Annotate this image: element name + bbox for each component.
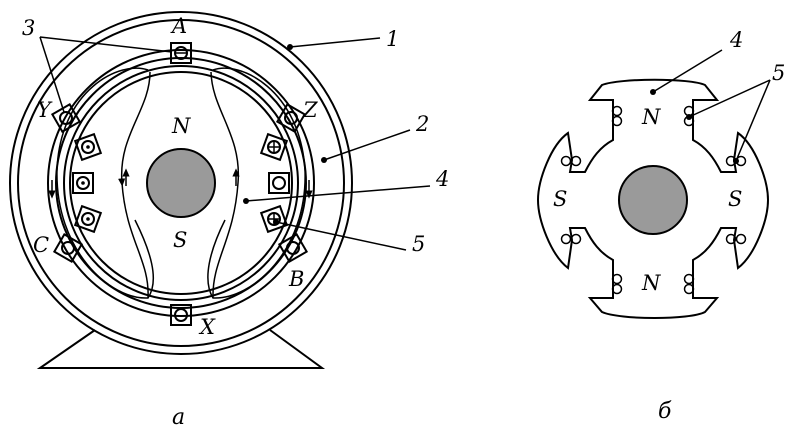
- leader-5: [275, 221, 407, 251]
- winding-right-bottom: [725, 233, 747, 245]
- phase-label-z: Z: [302, 98, 318, 122]
- slot-z: [275, 102, 307, 134]
- rotor-shaft: [146, 148, 216, 218]
- caption-a: а: [172, 405, 185, 430]
- machine-base: [36, 329, 326, 369]
- winding-left-top: [560, 155, 582, 167]
- leader-3a: [39, 36, 173, 53]
- pole-b-bottom: N: [641, 271, 661, 295]
- pole-label-south: S: [173, 228, 187, 252]
- phase-label-y: Y: [37, 98, 53, 122]
- flux-line-right-inner: [210, 71, 240, 299]
- slot-b: [277, 232, 309, 264]
- callout-b-5: 5: [772, 61, 785, 85]
- slot-c: [52, 232, 84, 264]
- slot-x: [170, 304, 192, 326]
- rotor-slot-left-bot: [73, 204, 103, 234]
- leader-1: [289, 37, 381, 48]
- salient-pole-rotor: [536, 78, 770, 319]
- callout-b-4: 4: [729, 28, 743, 52]
- figure-b: N N S S 4 5 б: [536, 28, 785, 424]
- winding-left-bottom: [560, 233, 582, 245]
- leader-b-5a: [688, 79, 771, 118]
- leader-4: [245, 185, 431, 202]
- slot-y: [50, 102, 82, 134]
- phase-label-b: B: [288, 267, 304, 291]
- stator-frame-outer: [9, 11, 353, 355]
- rotor-b-shaft: [618, 165, 688, 235]
- figure-a: A X Y Z C B N S 1 2 3 4 5 а: [9, 11, 449, 430]
- winding-bottom-left: [611, 273, 623, 295]
- flux-line-left-outer: [56, 67, 155, 299]
- caption-b: б: [658, 399, 672, 424]
- winding-top-left: [611, 105, 623, 127]
- callout-5: 5: [412, 232, 425, 256]
- rotor-slot-left-mid: [72, 172, 94, 194]
- callout-1: 1: [386, 27, 399, 51]
- leader-2: [323, 129, 411, 161]
- leader-b-5b: [735, 79, 771, 162]
- rotor-slot-right-mid: [268, 172, 290, 194]
- pole-label-north: N: [171, 114, 191, 138]
- rotor-slot-right-top: [259, 132, 289, 162]
- callout-3: 3: [22, 16, 35, 40]
- leader-3b: [39, 36, 65, 113]
- rotor-slot-left-top: [73, 132, 103, 162]
- stator-frame-inner: [17, 19, 345, 347]
- leader-b-4: [652, 49, 723, 93]
- callout-4: 4: [435, 167, 449, 191]
- stator-core-bore: [47, 49, 315, 317]
- pole-b-right: S: [728, 187, 742, 211]
- phase-label-x: X: [198, 315, 216, 339]
- pole-b-left: S: [553, 187, 567, 211]
- winding-bottom-right: [683, 273, 695, 295]
- phase-label-c: C: [33, 233, 49, 257]
- rotor-slot-right-bot: [259, 204, 289, 234]
- rotor-inner: [69, 71, 293, 295]
- flux-line-left-inner: [118, 71, 151, 299]
- callout-2: 2: [415, 112, 429, 136]
- phase-label-a: A: [170, 14, 187, 38]
- slot-a: [170, 42, 192, 64]
- rotor-outer: [63, 65, 299, 301]
- pole-b-top: N: [641, 105, 661, 129]
